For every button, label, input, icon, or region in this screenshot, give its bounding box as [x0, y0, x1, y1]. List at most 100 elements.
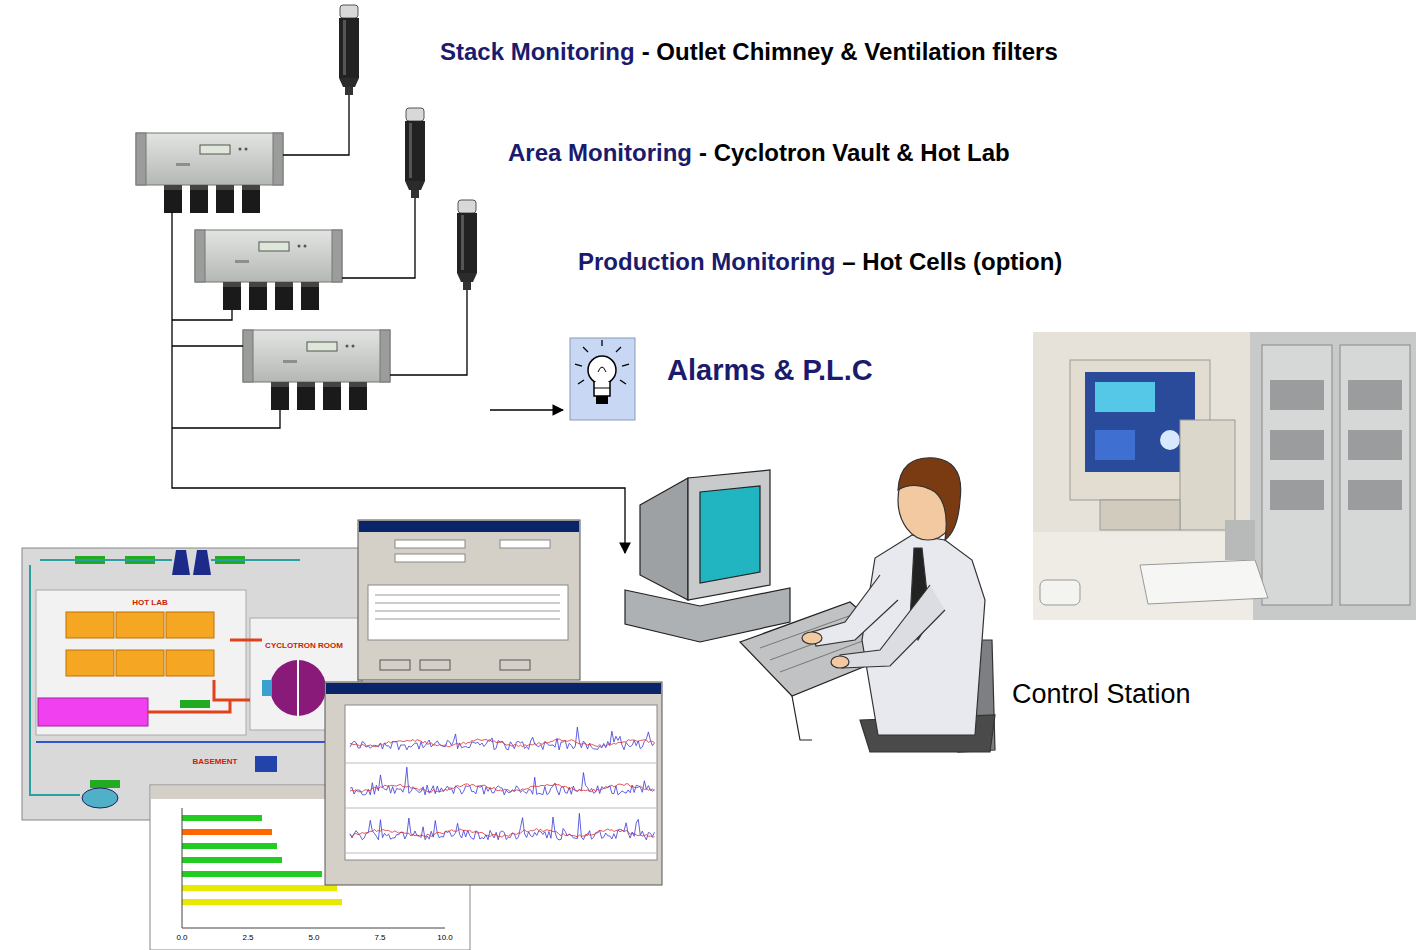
- operator-clipart: [862, 535, 985, 735]
- control-station-photo: [1348, 480, 1402, 510]
- control-station-photo: [1095, 382, 1155, 412]
- schematic-screenshot: [66, 612, 214, 676]
- computer-clipart: [625, 470, 905, 740]
- dialog-screenshot: [420, 660, 450, 670]
- radiation-probe: [339, 5, 359, 95]
- control-station-photo: [1270, 480, 1324, 510]
- axis-tick: 10.0: [435, 933, 455, 943]
- trend-screenshot: [325, 682, 662, 885]
- schematic-screenshot: [270, 660, 326, 716]
- alarm-bulb-icon: [594, 388, 610, 389]
- dialog-screenshot: [375, 595, 560, 619]
- section-title: Stack Monitoring: [440, 38, 635, 67]
- trend-screenshot: [350, 739, 655, 747]
- operator-clipart: [898, 458, 961, 540]
- signal-wire: [390, 290, 467, 375]
- schematic-screenshot: [166, 612, 214, 638]
- bar-chart-screenshot: [182, 899, 342, 905]
- control-station-photo: [1085, 372, 1195, 472]
- schematic-screenshot: [40, 559, 172, 561]
- dialog-screenshot: [375, 611, 560, 612]
- trend-screenshot: [350, 767, 655, 795]
- computer-clipart: [792, 696, 812, 740]
- control-station-photo: [1033, 332, 1416, 620]
- control-station-photo: [1348, 430, 1402, 460]
- monitor-unit: [243, 330, 390, 410]
- control-station-photo: [1340, 345, 1410, 605]
- schematic-screenshot: [172, 550, 211, 575]
- dialog-screenshot: [375, 595, 560, 596]
- schematic-screenshot: [22, 548, 362, 820]
- alarm-bulb-icon: [570, 338, 635, 420]
- dialog-screenshot: [375, 603, 560, 604]
- schematic-screenshot: [36, 590, 246, 735]
- control-station-photo: [1262, 345, 1332, 605]
- schematic-screenshot: [30, 560, 300, 795]
- control-station-photo: [1270, 380, 1402, 510]
- dialog-screenshot: [358, 520, 580, 680]
- control-station-photo: [1250, 332, 1416, 620]
- bar-chart-screenshot: [182, 815, 342, 905]
- alarm-bulb-icon: [598, 367, 606, 372]
- monitor-unit: [195, 230, 342, 310]
- schematic-screenshot: [66, 650, 114, 676]
- schematic-screenshot: [255, 756, 277, 772]
- schematic-screenshot: [211, 559, 300, 561]
- dialog-screenshot: [380, 660, 410, 670]
- schematic-screenshot: [38, 698, 148, 726]
- bar-chart-screenshot: [182, 928, 445, 929]
- control-station-photo: [1140, 560, 1268, 604]
- trend-screenshot: [350, 813, 655, 839]
- axis-tick: 2.5: [240, 933, 255, 943]
- bar-chart-screenshot: [182, 857, 282, 863]
- monitor-unit: [136, 133, 283, 213]
- signal-wire: [172, 310, 232, 320]
- signal-wire: [172, 345, 243, 346]
- alarm-bulb-icon: [594, 382, 610, 396]
- bar-chart-screenshot: [182, 871, 322, 877]
- operator-clipart: [840, 585, 945, 668]
- axis-tick: 7.5: [372, 933, 387, 943]
- room-label: HOT LAB: [130, 598, 170, 608]
- schematic-screenshot: [90, 780, 120, 788]
- trend-screenshot: [345, 853, 657, 854]
- operator-clipart: [831, 656, 849, 668]
- schematic-screenshot: [30, 565, 80, 795]
- alarm-bulb-icon: [596, 396, 608, 404]
- trend-screenshot: [326, 683, 661, 694]
- bar-chart-screenshot: [182, 808, 183, 928]
- room-label: CYCLOTRON ROOM: [263, 641, 345, 651]
- signal-wire: [490, 409, 563, 410]
- radiation-probe: [457, 200, 477, 290]
- dialog-screenshot: [500, 660, 530, 670]
- operator-clipart: [802, 632, 822, 644]
- section-description: - Outlet Chimney & Ventilation filters: [642, 38, 1058, 67]
- trend-screenshot: [345, 808, 657, 809]
- room-label: BASEMENT: [191, 757, 240, 767]
- alarm-bulb-icon: [601, 340, 602, 346]
- trend-screenshot: [350, 727, 655, 750]
- schematic-screenshot: [214, 680, 250, 700]
- dialog-screenshot: [358, 520, 580, 680]
- operator-clipart: [812, 575, 898, 646]
- trend-screenshot: [345, 763, 657, 764]
- computer-clipart: [640, 478, 688, 600]
- dialog-screenshot: [368, 585, 568, 640]
- computer-clipart: [688, 470, 770, 600]
- alarm-bulb-icon: [616, 347, 621, 352]
- alarm-label: Alarms & P.L.C: [667, 353, 873, 388]
- alarm-bulb-icon: [570, 338, 635, 420]
- dialog-screenshot: [359, 521, 579, 532]
- schematic-screenshot: [22, 548, 362, 820]
- trend-screenshot: [345, 727, 657, 853]
- alarm-bulb-icon: [578, 380, 584, 384]
- signal-wire: [283, 95, 349, 155]
- bar-chart-screenshot: [182, 829, 272, 835]
- dialog-screenshot: [395, 554, 465, 562]
- schematic-screenshot: [230, 639, 262, 642]
- trend-screenshot: [325, 682, 662, 885]
- control-station-photo: [1270, 430, 1324, 460]
- dialog-screenshot: [375, 619, 560, 620]
- axis-tick: 0.0: [174, 933, 189, 943]
